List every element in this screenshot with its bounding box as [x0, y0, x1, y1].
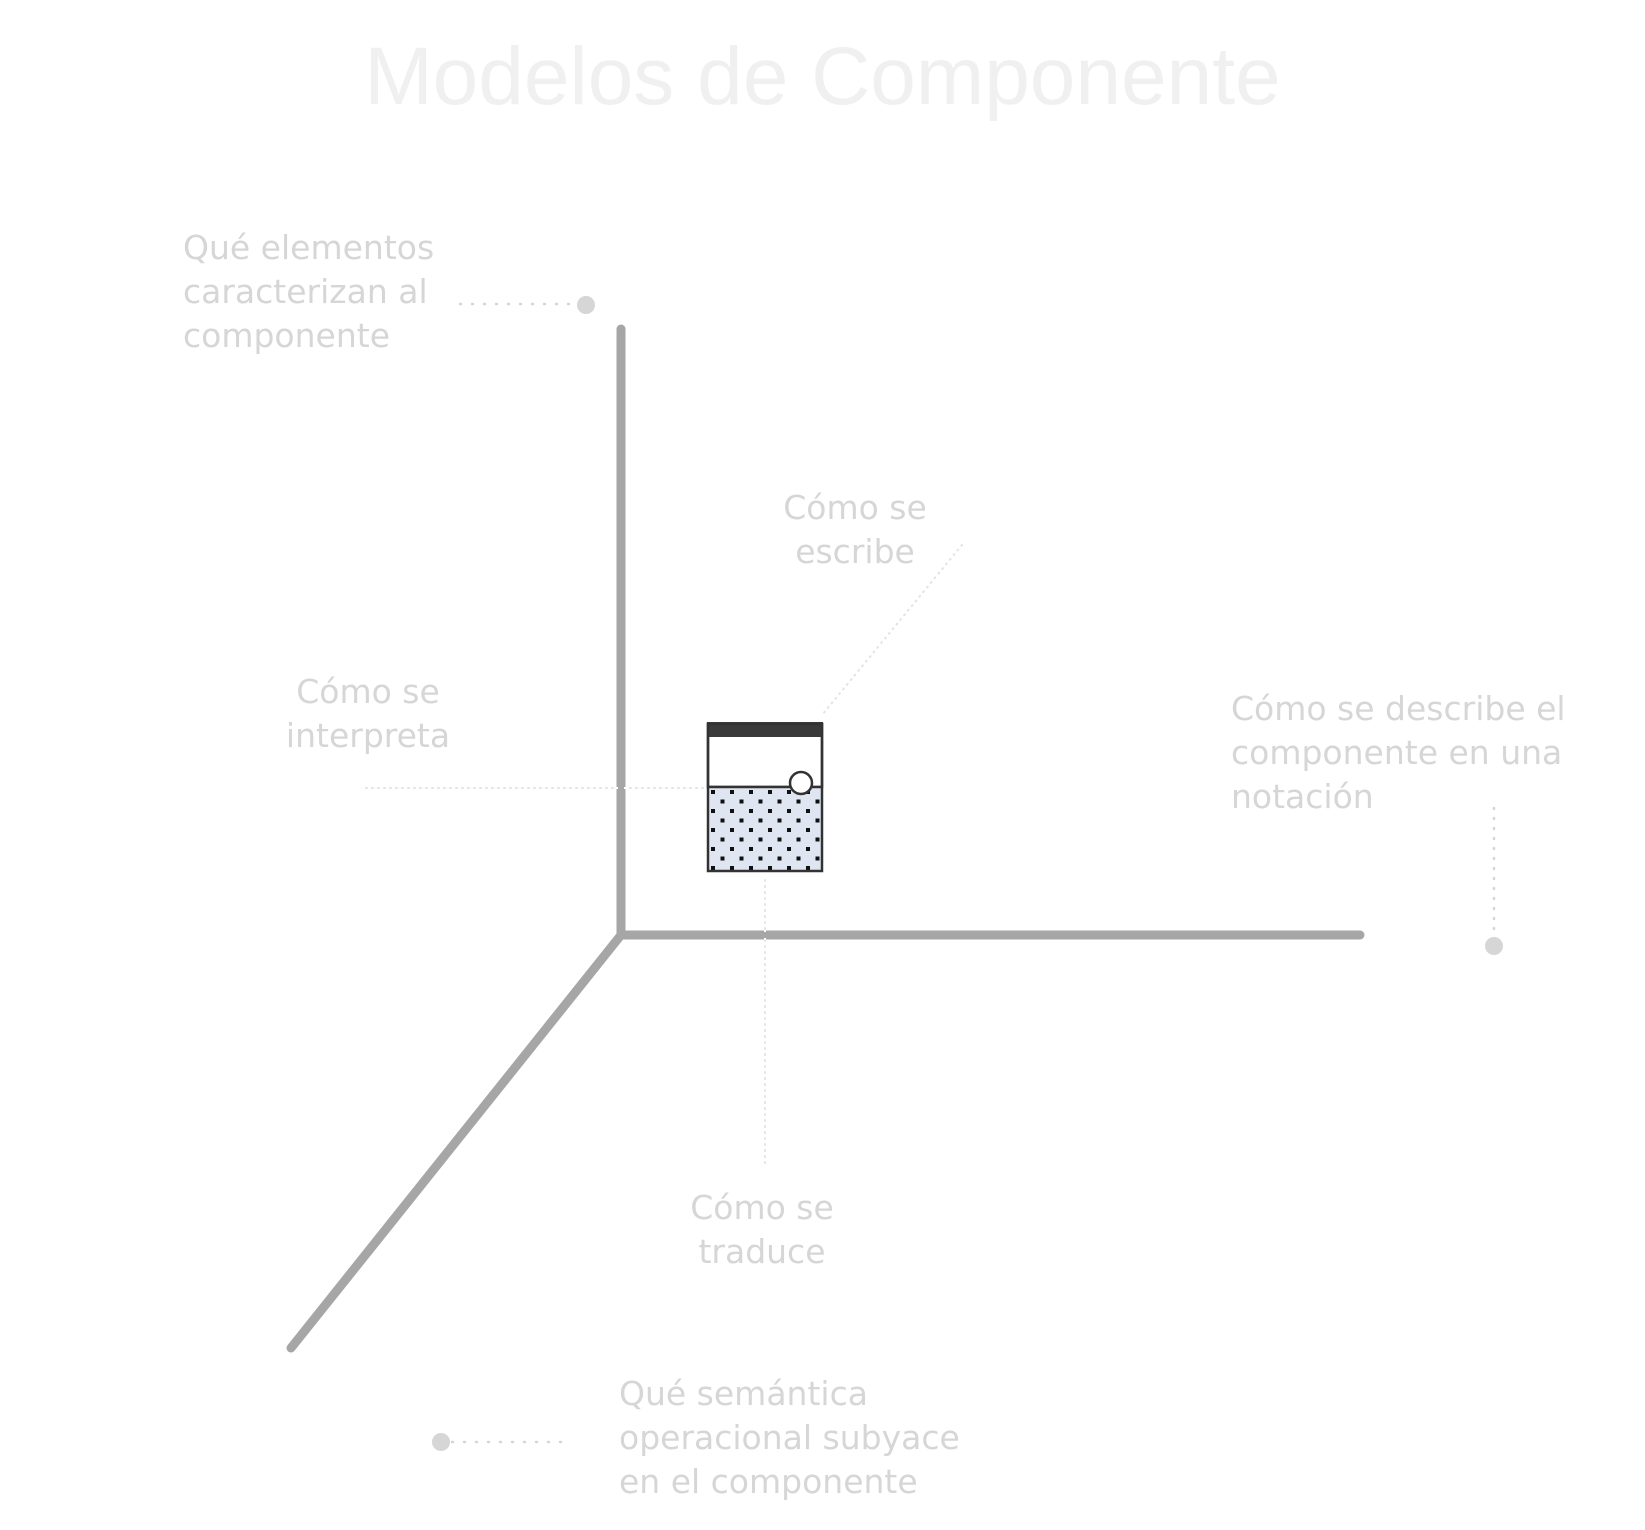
- label-interpret-line: interpreta: [285, 716, 451, 755]
- page-title: Modelos de Componente: [364, 31, 1281, 122]
- label-writing: Cómo se escribe: [755, 486, 955, 574]
- endpoint-dots: [432, 296, 1503, 1451]
- label-notation-line: Cómo se describe el: [1231, 689, 1566, 728]
- axes: [286, 324, 1365, 1353]
- label-elements: Qué elementos caracterizan al componente: [183, 226, 434, 358]
- label-elements-line: Qué elementos: [183, 228, 435, 267]
- label-notation-line: componente en una: [1231, 733, 1563, 772]
- label-notation-line: notación: [1231, 777, 1374, 816]
- component-box-header: [707, 722, 823, 737]
- label-semantics: Qué semántica operacional subyace en el …: [619, 1372, 960, 1504]
- guide-lines: [365, 302, 1496, 1444]
- guide-writing: [821, 544, 963, 716]
- label-interpret-line: Cómo se: [296, 672, 440, 711]
- label-elements-line: componente: [183, 316, 390, 355]
- component-box-border: [706, 722, 824, 873]
- diagonal-axis: [286, 930, 626, 1353]
- label-translate-line: Cómo se: [690, 1188, 834, 1227]
- dot-elements: [577, 296, 595, 314]
- label-notation: Cómo se describe el componente en una no…: [1231, 687, 1566, 819]
- label-elements-line: caracterizan al: [183, 272, 428, 311]
- component-box: [706, 722, 824, 873]
- label-semantics-line: Qué semántica: [619, 1374, 868, 1413]
- label-semantics-line: en el componente: [619, 1462, 918, 1501]
- dot-semantics: [432, 1433, 450, 1451]
- axis-crossings: [616, 787, 766, 941]
- component-port-icon: [788, 770, 814, 796]
- label-translate: Cómo se traduce: [662, 1186, 862, 1274]
- label-semantics-line: operacional subyace: [619, 1418, 960, 1457]
- component-box-dots: [708, 787, 822, 871]
- dot-notation: [1485, 937, 1503, 955]
- label-translate-line: traduce: [698, 1232, 826, 1271]
- label-interpret: Cómo se interpreta: [268, 670, 468, 758]
- label-writing-line: Cómo se: [783, 488, 927, 527]
- label-writing-line: escribe: [795, 532, 915, 571]
